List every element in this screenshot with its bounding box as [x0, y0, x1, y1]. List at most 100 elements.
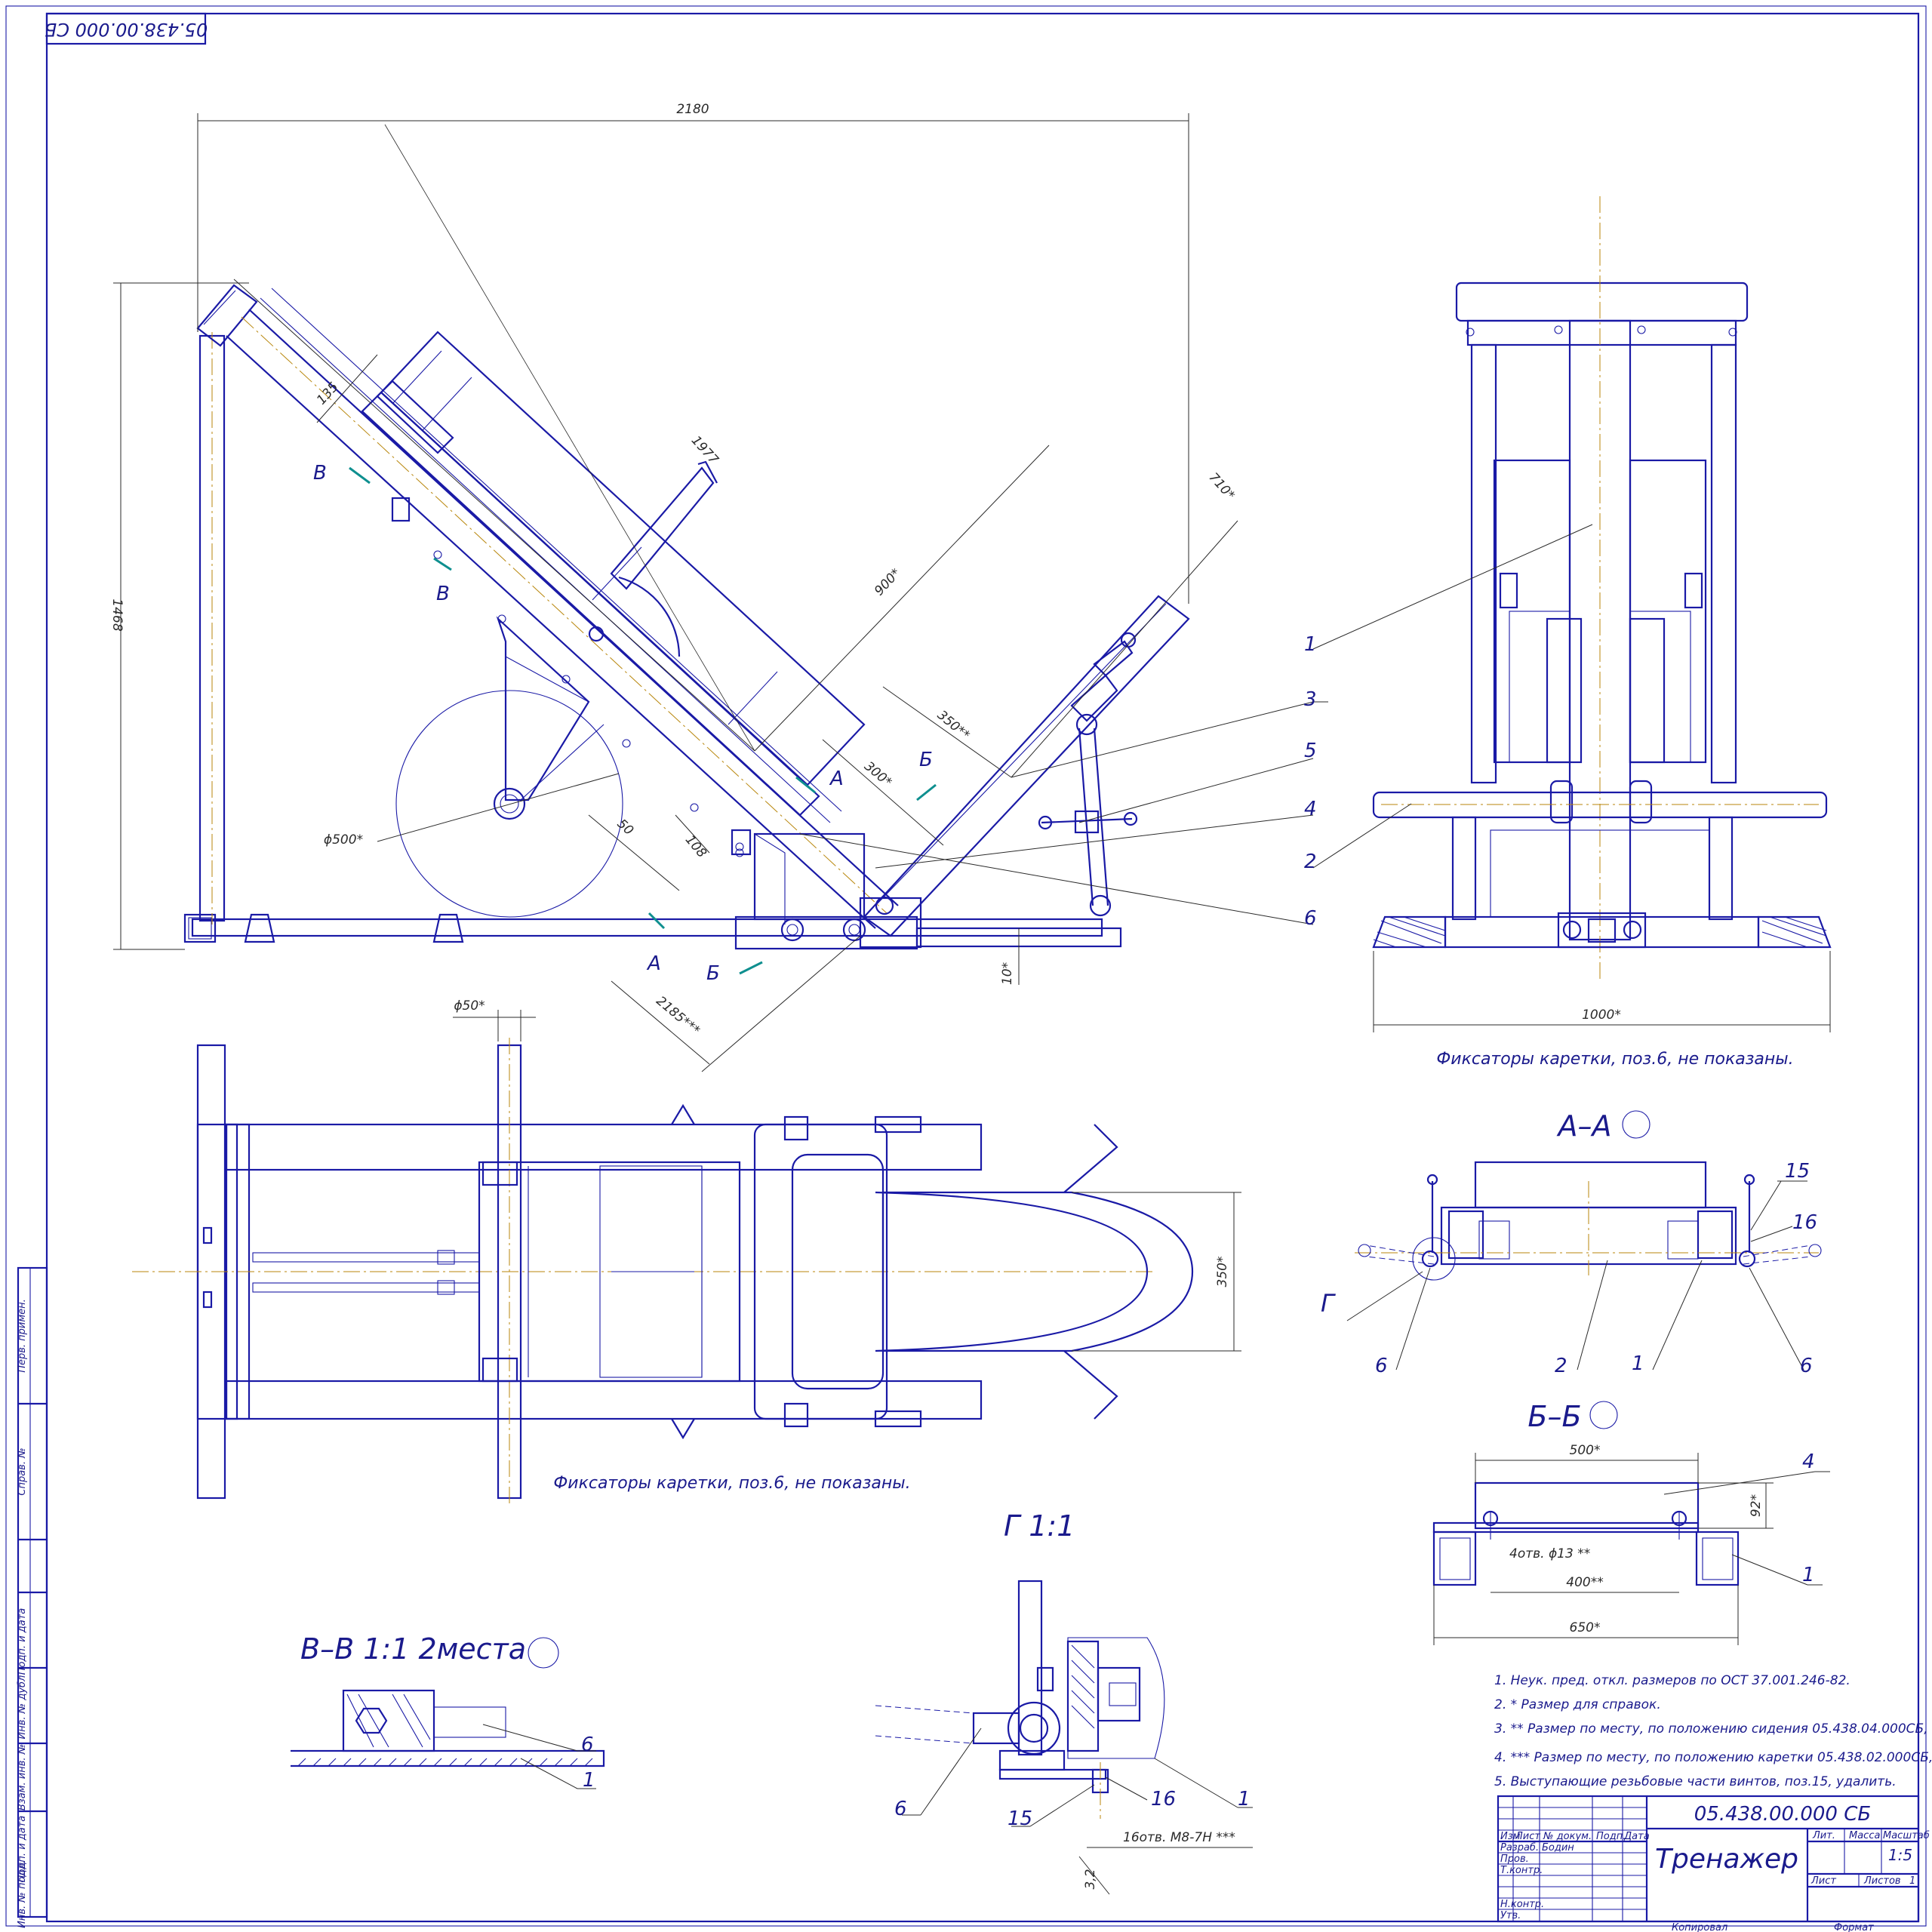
dim-phi500: ϕ500*	[324, 832, 363, 848]
mark-a-upper: А	[829, 768, 844, 790]
inner-frame	[45, 12, 1920, 1923]
dim-108: 108	[682, 832, 709, 861]
detail-g-title: Г 1:1	[1004, 1509, 1075, 1543]
bb-callout-1: 1	[1802, 1564, 1815, 1586]
tb-col-doc: № докум.	[1543, 1831, 1592, 1842]
tb-product-name: Тренажер	[1655, 1844, 1798, 1875]
dim-16holes: 16отв. М8-7Н ***	[1123, 1830, 1235, 1845]
dim-2185: 2185***	[653, 993, 703, 1038]
end-view	[1372, 196, 1832, 981]
dim-350-2star: 350**	[934, 708, 973, 743]
dim-710: 710*	[1206, 470, 1238, 503]
dim-2180: 2180	[676, 102, 709, 117]
dim-650: 650*	[1570, 1620, 1601, 1635]
section-bb-title: Б–Б	[1527, 1400, 1581, 1433]
dim-350-top: 350*	[1215, 1257, 1230, 1287]
tb-format: Формат	[1834, 1922, 1874, 1932]
side-strip-label-2: Справ. №	[17, 1447, 28, 1495]
aa-callout-6-left: 6	[1375, 1355, 1388, 1377]
dim-1468: 1468	[109, 598, 125, 631]
dim-300: 300*	[861, 758, 894, 790]
mirrored-stamp: 05.438.00.000 СБ	[45, 12, 208, 45]
top-view	[132, 1038, 1194, 1506]
dim-50: 50	[614, 817, 636, 838]
tb-col-list: Лист	[1515, 1831, 1540, 1842]
section-aa-title: А–А	[1556, 1109, 1612, 1143]
dim-400: 400**	[1566, 1575, 1603, 1590]
tb-developer: Бодин	[1542, 1842, 1574, 1854]
dim-1000: 1000*	[1582, 1008, 1621, 1023]
tb-row-razrab: Разраб.	[1500, 1842, 1539, 1854]
section-bb-dims: 500* 92* 4отв. ϕ13 ** 400** 650* 4 1	[1433, 1443, 1830, 1645]
callout-6: 6	[1304, 907, 1317, 930]
title-block: Изм Лист № докум. Подп. Дата Разраб. Бод…	[1497, 1795, 1930, 1932]
dim-900: 900*	[872, 566, 904, 599]
note-4: 4. *** Размер по месту, по положению кар…	[1494, 1750, 1932, 1765]
tb-lit: Лит.	[1812, 1830, 1835, 1841]
tb-row-prov: Пров.	[1500, 1854, 1529, 1865]
section-marks-front: А А Б Б В В	[313, 462, 937, 985]
side-strip-label-4: Инв. № дубл.	[17, 1672, 28, 1740]
section-bb: Б–Б	[1432, 1400, 1740, 1586]
aa-callout-6-right: 6	[1800, 1355, 1813, 1377]
front-view-dimensions: 2180 1468 1977 710* 900* 350** 300* 135 …	[109, 102, 1238, 1072]
mark-v-lower: В	[436, 583, 450, 605]
callout-3: 3	[1304, 688, 1317, 711]
front-view	[183, 284, 1190, 950]
side-strip: Перв. примен. Справ. № Подп. и дата Инв.…	[17, 1266, 48, 1928]
dim-135: 135	[314, 380, 342, 408]
mark-v-upper: В	[313, 462, 327, 485]
section-vv: В–В 1:1 2места 6 1	[291, 1632, 605, 1792]
tb-row-nkontr: Н.контр.	[1500, 1899, 1544, 1910]
side-strip-label-6: Подп. и дата	[17, 1816, 28, 1883]
caption-right: Фиксаторы каретки, поз.6, не показаны.	[1436, 1050, 1793, 1069]
callout-2: 2	[1304, 851, 1317, 873]
dim-3-2: 3,2	[1083, 1869, 1098, 1889]
mark-b-upper: Б	[919, 749, 933, 771]
aa-callout-2: 2	[1555, 1355, 1567, 1377]
detail-g-callouts: 6 15 16 1 16отв. М8-7Н *** 3,2	[894, 1727, 1253, 1895]
vv-callout-1: 1	[583, 1769, 595, 1792]
mark-b-lower: Б	[706, 962, 720, 985]
detail-g: Г 1:1	[875, 1509, 1165, 1819]
outer-frame	[5, 5, 1927, 1927]
g-callout-1: 1	[1238, 1788, 1251, 1810]
section-aa-callouts: 15 16 6 2 1 6 Г	[1321, 1160, 1817, 1377]
aa-callout-g: Г	[1321, 1289, 1336, 1318]
side-strip-label-5: Взам. инв. №	[17, 1744, 28, 1810]
dim-4holes: 4отв. ϕ13 **	[1509, 1546, 1590, 1561]
callout-4: 4	[1304, 798, 1317, 820]
front-callouts: 3 5 4 6	[799, 688, 1328, 930]
dim-phi50: ϕ50*	[454, 998, 485, 1014]
aa-callout-1: 1	[1632, 1352, 1644, 1375]
tb-scale-value: 1:5	[1888, 1846, 1912, 1864]
tb-col-sign: Подп.	[1596, 1831, 1626, 1842]
callout-5: 5	[1304, 740, 1317, 762]
side-strip-label-3: Подп. и дата	[17, 1608, 28, 1675]
mirrored-stamp-text: 05.438.00.000 СБ	[45, 19, 208, 40]
tb-drawing-code: 05.438.00.000 СБ	[1694, 1803, 1871, 1826]
tb-sheet: Лист	[1810, 1875, 1836, 1887]
aa-callout-15: 15	[1785, 1160, 1810, 1183]
end-view-dims: 1000* 1 2 Фиксаторы каретки, поз.6, не п…	[1304, 524, 1831, 1069]
g-callout-15: 15	[1008, 1807, 1032, 1830]
bb-callout-4: 4	[1802, 1451, 1815, 1473]
technical-notes: 1. Неук. пред. откл. размеров по ОСТ 37.…	[1494, 1673, 1932, 1789]
side-strip-label-1: Перв. примен.	[17, 1299, 28, 1373]
vv-callout-6: 6	[581, 1734, 594, 1756]
tb-copied: Копировал	[1672, 1922, 1727, 1932]
note-5: 5. Выступающие резьбовые части винтов, п…	[1494, 1774, 1897, 1789]
dim-92: 92*	[1749, 1494, 1764, 1517]
tb-row-utv: Утв.	[1500, 1910, 1521, 1921]
g-callout-6: 6	[894, 1798, 907, 1820]
tb-sheets-value: 1	[1909, 1875, 1915, 1887]
mark-a-lower: А	[646, 952, 661, 975]
note-3: 3. ** Размер по месту, по положению сиде…	[1494, 1721, 1932, 1737]
note-1: 1. Неук. пред. откл. размеров по ОСТ 37.…	[1494, 1673, 1850, 1688]
tb-mass: Масса	[1849, 1830, 1880, 1841]
dim-500b: 500*	[1570, 1443, 1601, 1458]
tb-scale-label: Масштаб	[1883, 1830, 1930, 1841]
tb-sheets: Листов	[1863, 1875, 1901, 1887]
tb-col-izm: Изм	[1500, 1831, 1521, 1842]
top-view-dims: ϕ50* 350* Фиксаторы каретки, поз.6, не п…	[453, 998, 1241, 1493]
